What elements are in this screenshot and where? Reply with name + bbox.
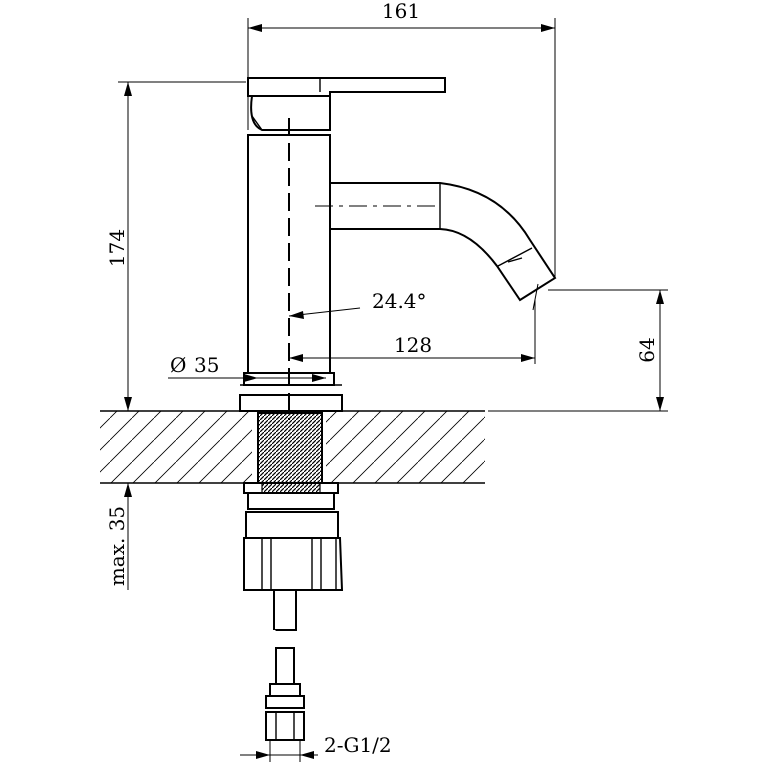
diameter-symbol: Ø [170,353,186,377]
spout-angle-label: 24.4° [372,289,427,313]
overall-width-label: 161 [382,0,420,23]
dimension-connection-thread: 2-G1/2 [240,733,392,762]
dimension-spout-angle: 24.4° [288,281,549,319]
supply-hose [265,589,305,741]
overall-height-label: 174 [105,229,129,267]
dimension-overall-width: 161 [247,0,556,278]
dimension-spout-height: 64 [488,289,668,412]
connection-thread-label: 2-G1/2 [324,733,392,757]
dimension-body-diameter: Ø 35 [168,353,326,382]
dimension-max-deck-thickness: max. 35 [105,483,132,590]
faucet-body [239,77,557,420]
dimension-spout-reach: 128 [289,300,536,364]
max-deck-thickness-label: max. 35 [105,506,129,586]
spout-height-label: 64 [635,337,659,362]
dimension-overall-height: 174 [105,81,246,411]
threaded-shank [243,412,344,591]
body-diameter-label: 35 [194,353,219,377]
spout-reach-label: 128 [394,333,432,357]
